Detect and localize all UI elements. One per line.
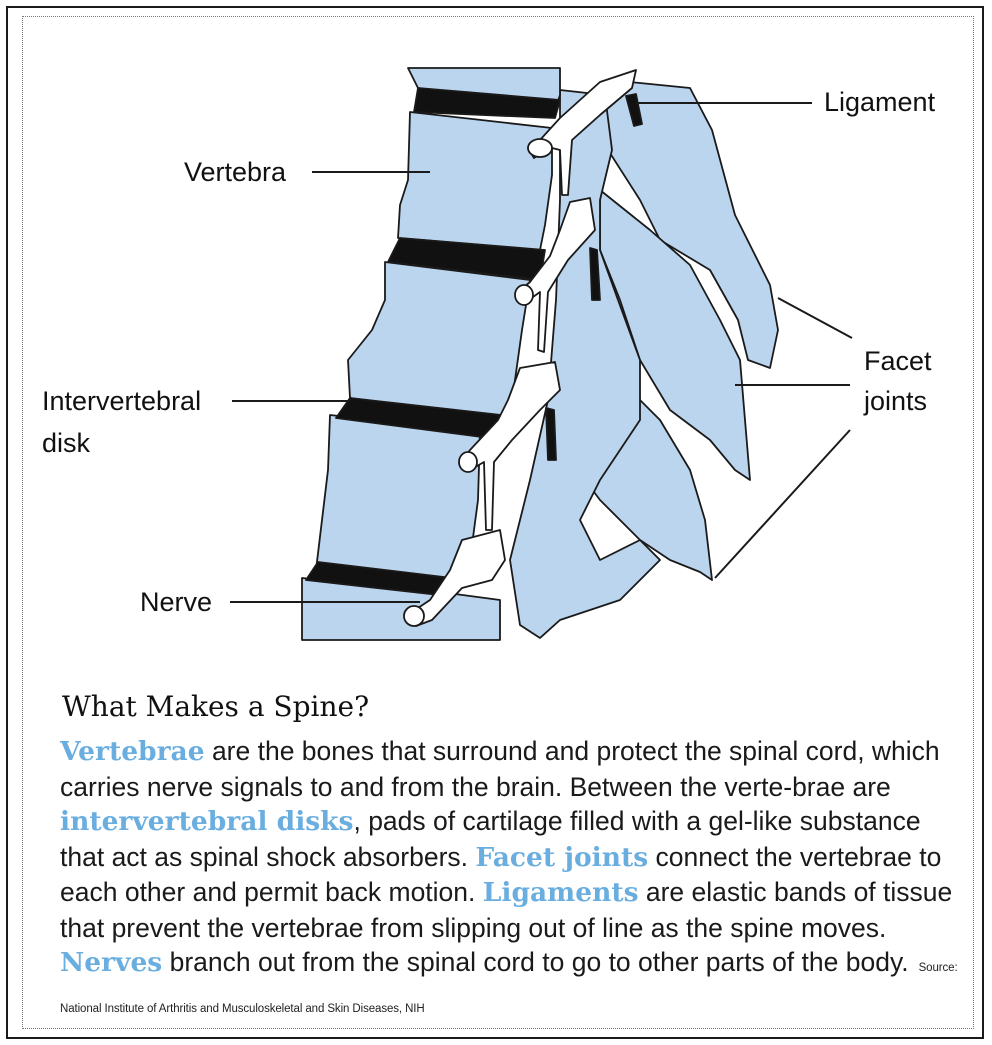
term-vertebrae: Vertebrae xyxy=(60,736,205,767)
nerve-end-1 xyxy=(528,139,552,157)
label-disk: disk xyxy=(42,425,90,461)
label-nerve: Nerve xyxy=(140,584,212,620)
vertebra-body-3 xyxy=(348,262,530,420)
nerve-end-4 xyxy=(404,606,424,626)
label-vertebra: Vertebra xyxy=(184,154,286,190)
description-paragraph: Vertebrae are the bones that surround an… xyxy=(60,734,960,1026)
ligament-strip-3 xyxy=(546,408,556,460)
label-facet: Facet xyxy=(864,343,932,379)
leader-facet-1 xyxy=(778,298,852,338)
vertebra-body-2 xyxy=(398,112,552,250)
label-intervertebral: Intervertebral xyxy=(42,383,201,419)
term-nerves: Nerves xyxy=(60,947,162,978)
term-ligaments: Ligaments xyxy=(483,877,639,908)
label-ligament: Ligament xyxy=(824,84,935,120)
label-joints: joints xyxy=(864,383,927,419)
nerve-end-2 xyxy=(515,285,533,305)
section-heading: What Makes a Spine? xyxy=(62,690,369,723)
nerve-end-3 xyxy=(459,452,477,472)
term-facet-joints: Facet joints xyxy=(475,842,648,873)
term-intervertebral-disks: intervertebral disks xyxy=(60,806,353,837)
paragraph-text: branch out from the spinal cord to go to… xyxy=(162,947,908,977)
